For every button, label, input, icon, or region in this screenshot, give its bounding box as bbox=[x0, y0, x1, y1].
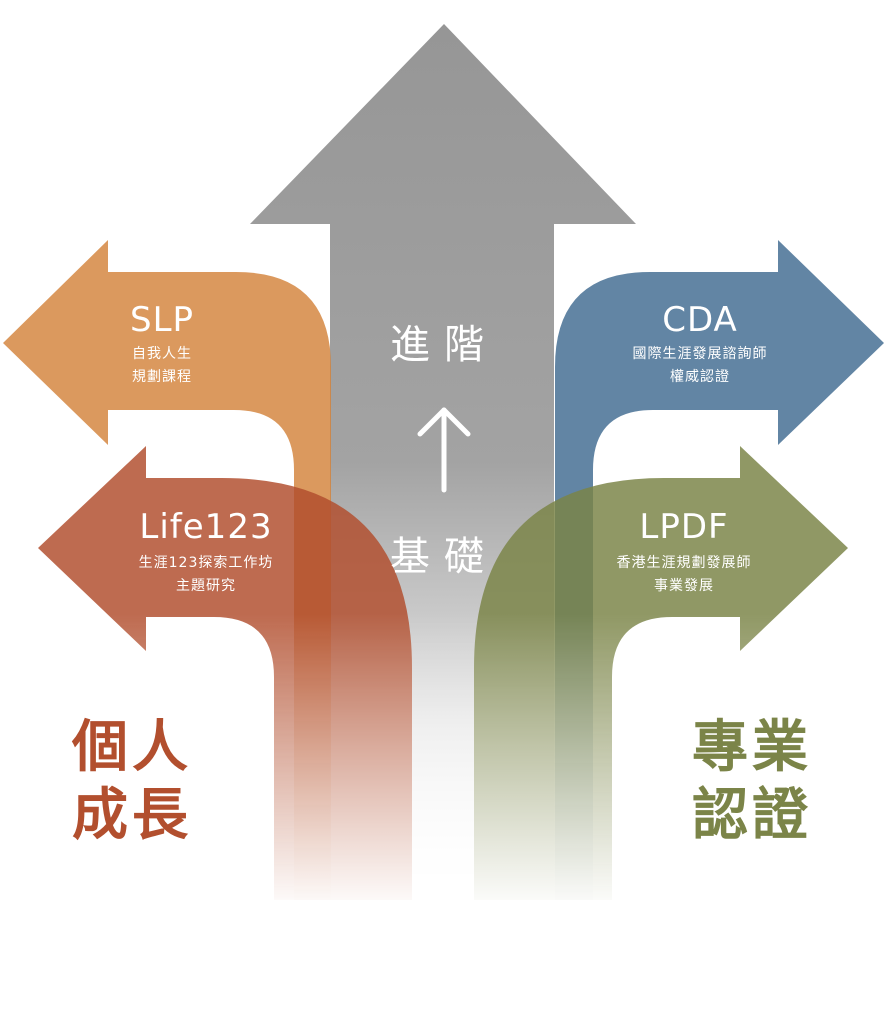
slp-subtitle-1: 自我人生 bbox=[132, 346, 192, 362]
life123-title: Life123 bbox=[139, 507, 272, 547]
life123-subtitle-2: 主題研究 bbox=[176, 578, 236, 594]
lpdf-title: LPDF bbox=[639, 507, 728, 547]
slp-title: SLP bbox=[130, 300, 194, 340]
slp-arrow bbox=[3, 240, 331, 900]
personal-growth-line1: 個人 bbox=[71, 715, 192, 780]
lpdf-subtitle-1: 香港生涯規劃發展師 bbox=[617, 555, 752, 571]
professional-cert-line2: 認證 bbox=[692, 783, 812, 848]
cda-arrow bbox=[555, 240, 884, 900]
up-arrow-icon bbox=[417, 407, 471, 493]
slp-subtitle-2: 規劃課程 bbox=[132, 369, 192, 385]
lpdf-arrow bbox=[474, 446, 848, 900]
cda-title: CDA bbox=[662, 300, 738, 340]
professional-cert-line1: 專業 bbox=[692, 715, 812, 780]
life123-arrow bbox=[38, 446, 412, 900]
cda-subtitle-2: 權威認證 bbox=[670, 368, 730, 385]
cda-subtitle-1: 國際生涯發展諮詢師 bbox=[633, 345, 768, 362]
center-bottom-word: 基礎 bbox=[390, 534, 498, 580]
personal-growth-line2: 成長 bbox=[72, 783, 192, 848]
life123-subtitle-1: 生涯123探索工作坊 bbox=[139, 554, 274, 571]
lpdf-subtitle-2: 事業發展 bbox=[654, 578, 714, 594]
center-top-word: 進階 bbox=[390, 322, 498, 368]
